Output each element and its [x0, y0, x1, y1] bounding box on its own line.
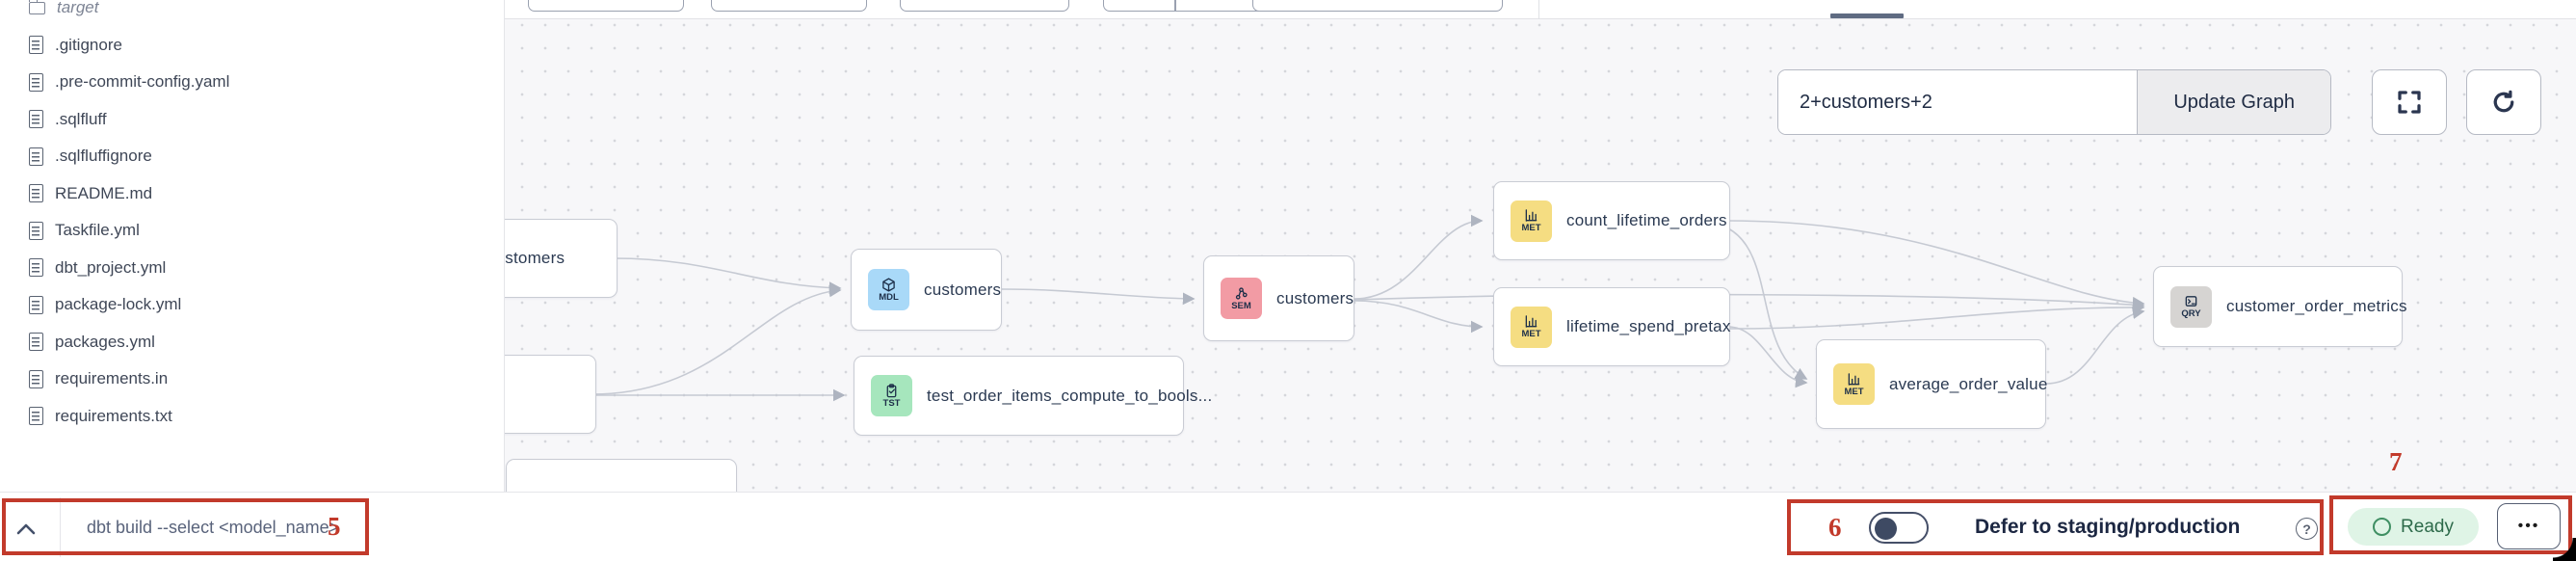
sidebar-item-sqlfluffignore[interactable]: .sqlfluffignore — [0, 138, 504, 175]
file-label: Taskfile.yml — [55, 221, 140, 240]
fullscreen-button[interactable] — [2372, 69, 2447, 135]
file-label: dbt_project.yml — [55, 257, 167, 277]
overflow-menu-button[interactable]: ••• — [2497, 503, 2561, 549]
node-label: stg_customers — [505, 249, 565, 267]
node-label: lifetime_spend_pretax — [1566, 317, 1731, 335]
sidebar-item-dbt-project[interactable]: dbt_project.yml — [0, 250, 504, 287]
folder-icon — [29, 0, 45, 14]
file-icon — [29, 407, 43, 426]
file-explorer-sidebar: target .gitignore .pre-commit-config.yam… — [0, 0, 505, 492]
node-label: count_lifetime_orders — [1566, 211, 1727, 229]
graph-selector-group: Update Graph — [1777, 69, 2331, 135]
sidebar-item-readme[interactable]: README.md — [0, 175, 504, 213]
node-average-order-value[interactable]: MET average_order_value — [1816, 339, 2048, 429]
node-customers-model[interactable]: MDL customers — [851, 249, 1002, 331]
window-corner — [2553, 538, 2576, 561]
node-label: customer_order_metrics — [2226, 297, 2407, 315]
file-label: README.md — [55, 183, 153, 202]
defer-label: Defer to staging/production — [1975, 516, 2241, 538]
model-icon: MDL — [868, 269, 909, 310]
file-label: .pre-commit-config.yaml — [55, 72, 230, 92]
sidebar-item-requirements-txt[interactable]: requirements.txt — [0, 398, 504, 436]
node-customer-order-metrics[interactable]: QRY customer_order_metrics — [2153, 266, 2406, 347]
node-label: test_order_items_compute_to_bools... — [927, 386, 1213, 405]
file-icon — [29, 147, 43, 166]
sidebar-item-package-lock[interactable]: package-lock.yml — [0, 286, 504, 324]
toolbar-divider — [1538, 0, 1539, 19]
node-label: customers — [924, 280, 1002, 299]
toolbar-button[interactable] — [1103, 0, 1272, 12]
defer-toggle[interactable] — [1869, 512, 1929, 544]
status-circle-icon — [2373, 518, 2392, 536]
button-divider — [1174, 0, 1176, 11]
node-label: average_order_value — [1889, 374, 2048, 393]
file-list: target .gitignore .pre-commit-config.yam… — [0, 0, 504, 435]
sidebar-item-pre-commit-config[interactable]: .pre-commit-config.yaml — [0, 64, 504, 101]
sidebar-item-sqlfluff[interactable]: .sqlfluff — [0, 101, 504, 139]
file-label: .gitignore — [55, 35, 122, 54]
sidebar-item-gitignore[interactable]: .gitignore — [0, 27, 504, 65]
file-icon — [29, 36, 43, 55]
node-stg-customers[interactable]: stg_customers — [505, 219, 618, 298]
file-label: package-lock.yml — [55, 295, 182, 314]
metric-icon: MET — [1833, 363, 1875, 405]
selector-input-group: Update Graph — [1777, 69, 2331, 135]
toolbar-button[interactable] — [528, 0, 684, 12]
node-cutoff-bottom[interactable] — [506, 459, 737, 492]
node-lifetime-spend-pretax[interactable]: MET lifetime_spend_pretax — [1493, 287, 1730, 366]
toolbar-button[interactable] — [1252, 0, 1503, 12]
file-label: packages.yml — [55, 332, 155, 351]
canvas-top-toolbar — [505, 0, 2576, 19]
fullscreen-icon — [2398, 91, 2421, 114]
command-bar — [0, 492, 2576, 561]
file-icon — [29, 221, 43, 240]
file-icon — [29, 295, 43, 314]
lineage-canvas[interactable]: stg_customers orders MDL customers TST t… — [505, 0, 2576, 492]
chevron-up-icon — [16, 523, 36, 534]
expand-command-history-button[interactable] — [10, 516, 42, 541]
command-bar-divider — [60, 497, 61, 557]
toggle-knob — [1875, 517, 1897, 540]
semantic-model-icon: SEM — [1221, 278, 1262, 319]
refresh-icon — [2493, 90, 2514, 113]
file-icon — [29, 369, 43, 388]
file-label: requirements.in — [55, 369, 169, 388]
metric-icon: MET — [1511, 200, 1552, 242]
file-label: requirements.txt — [55, 406, 172, 425]
file-icon — [29, 333, 43, 352]
toolbar-button[interactable] — [900, 0, 1069, 12]
sidebar-item-taskfile[interactable]: Taskfile.yml — [0, 212, 504, 250]
status-badge: Ready — [2348, 508, 2479, 546]
file-icon — [29, 72, 43, 92]
refresh-button[interactable] — [2466, 69, 2541, 135]
file-icon — [29, 258, 43, 278]
update-graph-button[interactable]: Update Graph — [2137, 70, 2330, 134]
file-label: .sqlfluffignore — [55, 147, 152, 166]
status-label: Ready — [2401, 516, 2454, 537]
sidebar-item-requirements-in[interactable]: requirements.in — [0, 361, 504, 398]
dbt-command-input[interactable] — [87, 510, 665, 545]
help-icon[interactable]: ? — [2296, 518, 2318, 540]
file-icon — [29, 184, 43, 203]
graph-selector-input[interactable] — [1778, 70, 2138, 134]
node-orders[interactable]: orders — [505, 355, 596, 434]
sidebar-item-packages[interactable]: packages.yml — [0, 324, 504, 361]
node-label: customers — [1276, 288, 1354, 307]
active-tab-indicator — [1830, 13, 1904, 18]
node-customers-semantic[interactable]: SEM customers — [1203, 255, 1354, 341]
node-count-lifetime-orders[interactable]: MET count_lifetime_orders — [1493, 181, 1730, 260]
file-icon — [29, 110, 43, 129]
toolbar-button[interactable] — [711, 0, 867, 12]
metric-icon: MET — [1511, 306, 1552, 348]
test-icon: TST — [871, 375, 912, 416]
sidebar-item-target[interactable]: target — [0, 0, 504, 27]
node-test-order-items[interactable]: TST test_order_items_compute_to_bools... — [854, 356, 1212, 436]
file-label: target — [57, 0, 99, 17]
saved-query-icon: QRY — [2170, 285, 2212, 328]
file-label: .sqlfluff — [55, 109, 107, 128]
